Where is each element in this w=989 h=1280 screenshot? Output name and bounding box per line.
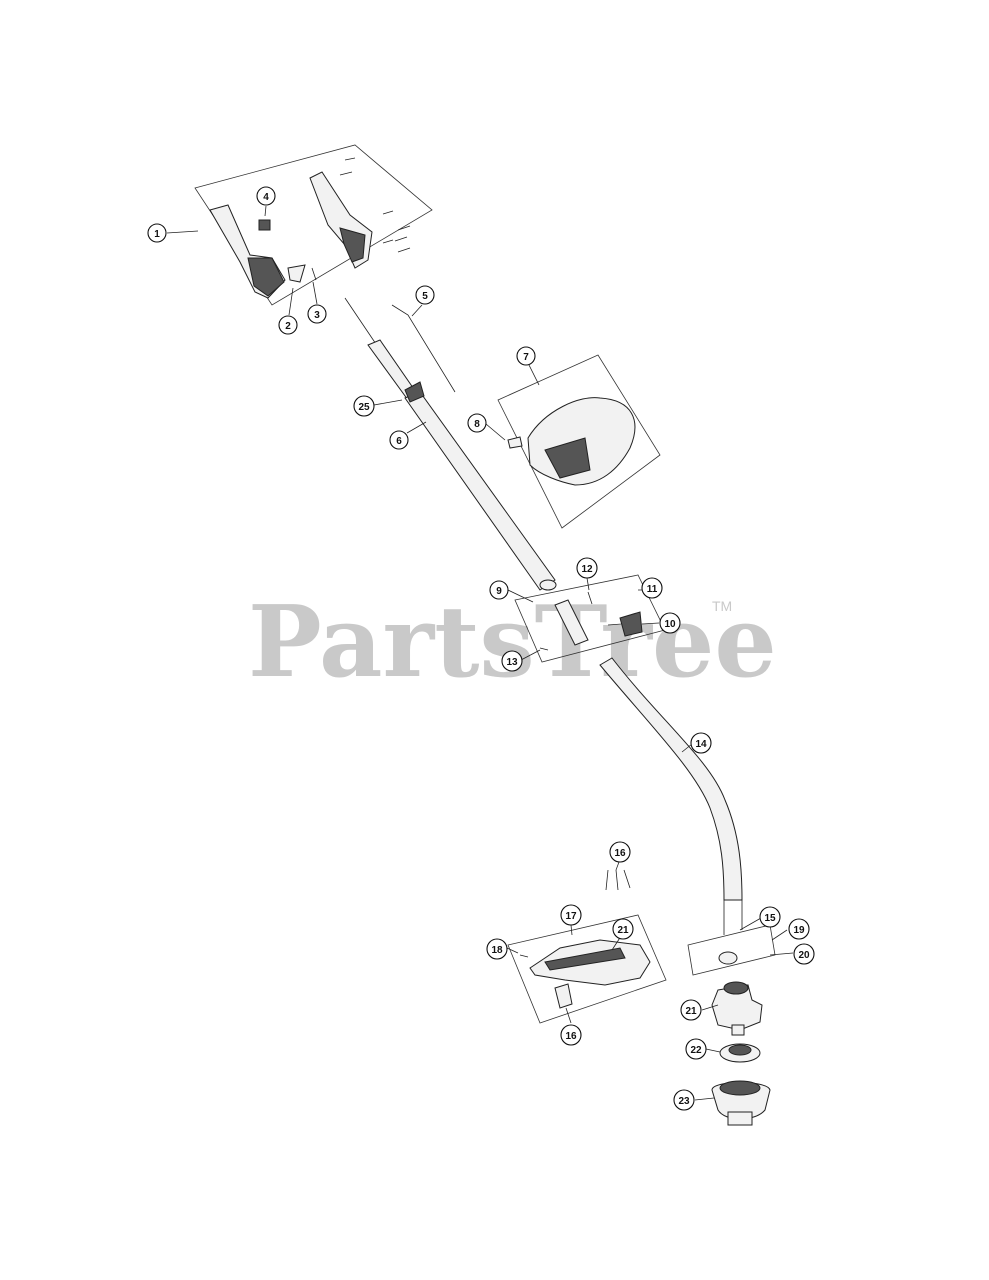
callout-14: 14 <box>690 732 712 754</box>
handle-screws <box>339 157 411 253</box>
callout-16-top: 16 <box>609 841 631 863</box>
callout-15-label: 15 <box>764 913 776 924</box>
callout-8-label: 8 <box>474 419 480 430</box>
handle-housing-parts <box>209 157 411 299</box>
upper-shaft-end <box>539 579 557 591</box>
trimmer-head-parts <box>711 951 771 1126</box>
drive-housing-top <box>723 981 749 995</box>
callout-1: 1 <box>147 223 167 243</box>
drive-shaft <box>344 297 381 351</box>
assist-handle-clamp <box>544 437 591 479</box>
callout-23: 23 <box>673 1089 695 1111</box>
callout-12: 12 <box>576 557 598 579</box>
coupler-parts <box>539 589 646 651</box>
watermark: PartsTree TM <box>248 585 777 700</box>
coupler-sleeve <box>554 599 589 646</box>
callout-16-bottom: 16 <box>560 1024 582 1046</box>
callout-7-label: 7 <box>523 352 529 363</box>
callout-13-label: 13 <box>506 657 518 668</box>
callout-10: 10 <box>659 612 681 634</box>
left-handle-grip <box>247 257 285 297</box>
callout-17-label: 17 <box>565 911 577 922</box>
callout-15: 15 <box>759 906 781 928</box>
spool-knob <box>727 1111 753 1126</box>
callout-2: 2 <box>278 315 298 335</box>
trigger-spring <box>287 264 306 283</box>
callout-18-label: 18 <box>491 945 503 956</box>
callout-7: 7 <box>516 346 536 366</box>
callout-6: 6 <box>389 430 409 450</box>
callout-4: 4 <box>256 186 276 206</box>
callout-16-bottom-label: 16 <box>565 1031 577 1042</box>
callout-5: 5 <box>415 285 435 305</box>
callout-6-label: 6 <box>396 436 402 447</box>
head-bracket-hub <box>718 951 738 965</box>
drive-housing-stem <box>731 1024 745 1036</box>
callout-22-label: 22 <box>690 1045 702 1056</box>
callout-8: 8 <box>467 413 487 433</box>
callout-9-label: 9 <box>496 586 502 597</box>
spool-hub-inner <box>728 1044 752 1056</box>
callout-10-label: 10 <box>664 619 676 630</box>
callout-21-guard-label: 21 <box>617 925 629 936</box>
guard-box <box>507 914 667 1024</box>
guard-clip <box>554 983 573 1009</box>
callout-11: 11 <box>641 577 663 599</box>
guard-ribs <box>544 947 626 971</box>
callout-20: 20 <box>793 943 815 965</box>
callout-20-label: 20 <box>798 950 810 961</box>
lower-shaft <box>599 657 743 935</box>
callout-13: 13 <box>501 650 523 672</box>
callout-22: 22 <box>685 1038 707 1060</box>
callout-25-label: 25 <box>358 402 370 413</box>
callout-3-label: 3 <box>314 310 320 321</box>
lower-curved-shaft <box>599 657 743 901</box>
shaft-clamp <box>404 381 425 403</box>
watermark-trademark: TM <box>712 598 732 614</box>
coupler-knob <box>619 611 643 637</box>
callout-19-label: 19 <box>793 925 805 936</box>
callout-25: 25 <box>353 395 375 417</box>
callout-16-top-label: 16 <box>614 848 626 859</box>
callout-21-guard: 21 <box>612 918 634 940</box>
switch-part <box>258 219 271 231</box>
callout-18: 18 <box>486 938 508 960</box>
upper-shaft-assembly <box>344 297 557 591</box>
watermark-brand: PartsTree <box>248 585 777 700</box>
callout-5-label: 5 <box>422 291 428 302</box>
callout-11-label: 11 <box>647 584 658 595</box>
callout-9: 9 <box>489 580 509 600</box>
head-bracket-plate <box>687 924 776 976</box>
callout-2-label: 2 <box>285 321 291 332</box>
callout-14-label: 14 <box>695 739 707 750</box>
assist-handle-bolt <box>507 436 523 449</box>
callout-3: 3 <box>307 304 327 324</box>
callout-21-head: 21 <box>680 999 702 1021</box>
assist-handle-parts <box>507 397 636 486</box>
callout-1-label: 1 <box>154 229 160 240</box>
callout-21-head-label: 21 <box>685 1006 697 1017</box>
guard-parts <box>519 869 651 1009</box>
drive-housing <box>711 984 763 1031</box>
callout-23-label: 23 <box>678 1096 690 1107</box>
spool-top <box>719 1080 761 1096</box>
callout-17: 17 <box>560 904 582 926</box>
throttle-cable <box>391 304 456 393</box>
right-handle-trigger <box>339 227 366 263</box>
assist-handle-box <box>497 354 661 529</box>
callout-4-label: 4 <box>263 192 269 203</box>
callout-12-label: 12 <box>581 564 593 575</box>
callout-19: 19 <box>788 918 810 940</box>
